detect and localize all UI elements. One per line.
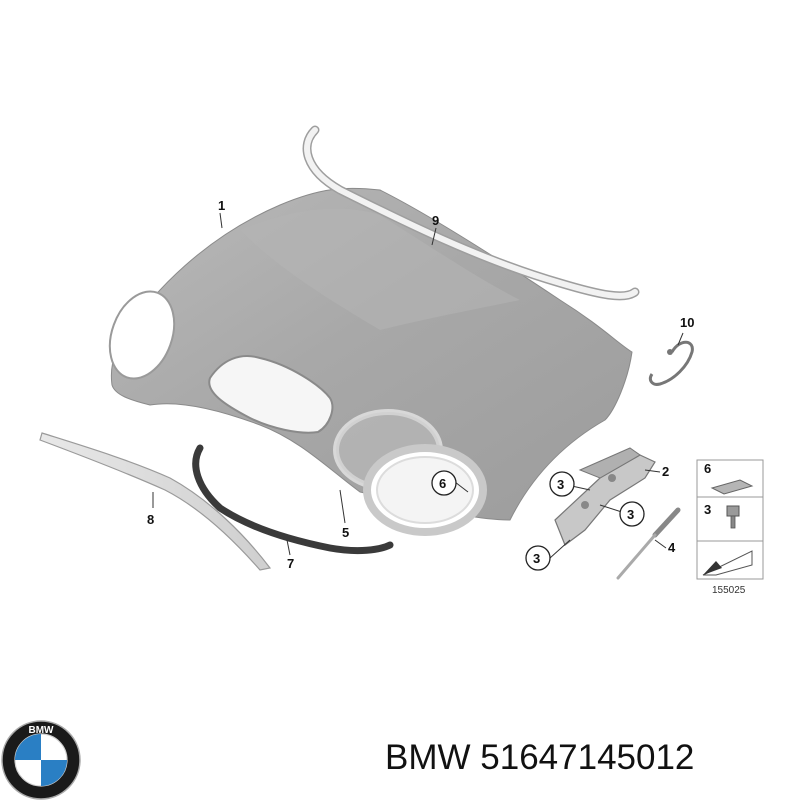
callout-8: 8 (147, 512, 154, 527)
callout-3-b: 3 (627, 507, 634, 522)
rubber-seal-part (192, 444, 394, 555)
molding-strip-part (39, 432, 272, 571)
cable-clip-part (648, 340, 694, 386)
gas-strut-part (616, 507, 681, 580)
arrow-icon (702, 550, 753, 576)
legend-label-6: 6 (704, 461, 711, 476)
callout-3-c: 3 (533, 551, 540, 566)
legend-panel: 6 3 155025 (696, 459, 764, 596)
brand-name: BMW (385, 738, 471, 777)
screw-icon (726, 505, 740, 529)
figure-number: 155025 (712, 585, 746, 596)
callout-5: 5 (342, 525, 349, 540)
logo-lettering: BMW (29, 725, 55, 736)
callout-3-a: 3 (557, 477, 564, 492)
callout-7: 7 (287, 556, 294, 571)
callout-10: 10 (680, 315, 694, 330)
bonnet-part (108, 187, 633, 521)
callout-labels: 1 9 10 2 4 5 7 8 6 3 3 3 (147, 198, 694, 571)
callout-2: 2 (662, 464, 669, 479)
part-number: 51647145012 (480, 738, 695, 777)
hinge-part (554, 447, 656, 546)
bmw-logo: BMW (1, 720, 81, 800)
legend-label-3: 3 (704, 502, 711, 517)
product-caption: BMW 51647145012 (385, 738, 785, 778)
callout-9: 9 (432, 213, 439, 228)
callout-4: 4 (668, 540, 676, 555)
clip-icon (710, 479, 754, 495)
callout-1: 1 (218, 198, 225, 213)
callout-6: 6 (439, 476, 446, 491)
